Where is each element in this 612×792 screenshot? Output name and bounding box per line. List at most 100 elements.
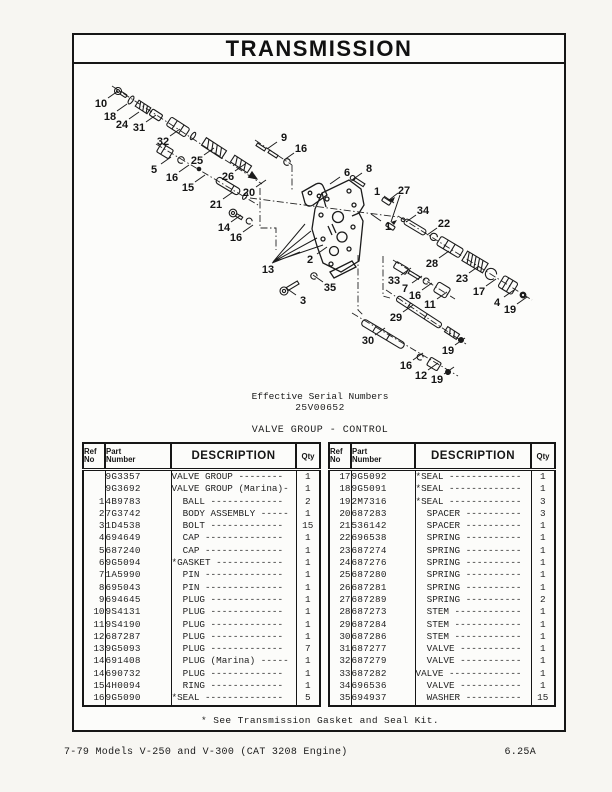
cell-ref: 17 [328,471,352,484]
callout-leader-35 [312,274,324,283]
cell-part: 687286 [350,630,416,644]
callout-number-27: 27 [398,185,410,197]
callout-number-19: 19 [504,304,516,316]
callout-number-6: 6 [344,167,350,179]
cell-desc: VALVE ----------- [414,655,532,668]
callout-number-20: 20 [243,187,255,199]
callout-number-24: 24 [116,119,129,131]
callout-leader-16 [283,152,295,161]
cell-ref [82,471,106,484]
callout-leader-22 [426,227,438,236]
callout-number-16: 16 [166,172,178,184]
col-header-description: DESCRIPTION [170,442,297,471]
cell-ref: 14 [82,667,106,681]
cell-qty: 1 [530,483,556,496]
cell-ref: 26 [328,581,352,594]
part-pin-7 [407,269,421,281]
group-title: VALVE GROUP - CONTROL [251,425,389,436]
part-ring-16 [416,353,424,361]
cell-ref: 28 [328,606,352,619]
callout-number-19: 19 [442,345,454,357]
part-stem-21 [215,176,241,196]
cell-ref: 4 [82,532,106,545]
part-washer-18 [127,95,135,105]
cell-desc: VALVE GROUP -------- [170,471,297,484]
callout-leader-31 [145,114,157,123]
callout-leader-11 [436,291,448,300]
cell-ref: 21 [328,520,352,533]
part-ball-15 [196,166,202,172]
callout-leader-26 [234,163,246,172]
cell-desc: VALVE ----------- [414,680,532,693]
cell-ref: 23 [328,544,352,558]
cell-desc: BODY ASSEMBLY ----- [170,507,297,521]
callout-number-10: 10 [95,98,107,110]
cell-ref: 3 [82,520,106,533]
cell-qty: 3 [530,507,556,521]
cell-ref: 7 [82,569,106,582]
cell-desc: *GASKET ------------ [170,557,297,570]
cell-ref: 18 [328,483,352,496]
cell-part: 687280 [350,569,416,582]
part-spacer-20 [247,170,259,180]
callout-leader-1 [383,195,395,204]
cell-part: 694645 [104,593,172,607]
callout-leader-6 [329,176,341,185]
cell-qty: 1 [295,680,321,693]
part-valve-33 [393,261,409,275]
callout-number-30: 30 [362,335,374,347]
effective-serial-number: 25V00652 [295,402,345,413]
cell-part: 687281 [350,581,416,594]
cell-desc: PLUG ------------- [170,618,297,631]
cell-part: 536142 [350,520,416,533]
callout-number-1: 1 [385,221,391,233]
callout-number-3: 3 [300,295,306,307]
cell-part: 696538 [350,532,416,545]
cell-desc: SPRING ---------- [414,569,532,582]
callout-number-9: 9 [281,132,287,144]
cell-ref: 9 [82,593,106,607]
cell-ref: 11 [82,618,106,631]
part-ring-17 [484,267,498,281]
cell-desc: CAP -------------- [170,544,297,558]
cell-qty: 1 [530,520,556,533]
callout-leader-10 [107,90,119,99]
cell-ref [82,483,106,496]
callout-number-16: 16 [409,290,421,302]
part-stem-29 [395,295,443,329]
cell-part: 687273 [350,606,416,619]
callout-number-19: 19 [431,374,443,386]
cell-part: 1D4538 [104,520,172,533]
cell-qty: 1 [295,630,321,644]
cell-part: 694649 [104,532,172,545]
cell-part: 7G3742 [104,507,172,521]
callout-number-15: 15 [182,182,194,194]
cell-part: 4H0094 [104,680,172,693]
page-title: TRANSMISSION [225,35,413,61]
cell-qty: 1 [530,630,556,644]
cell-ref: 24 [328,557,352,570]
cell-ref: 31 [328,643,352,656]
cell-desc: SPRING ---------- [414,544,532,558]
callout-number-34: 34 [417,205,430,217]
cell-ref: 13 [82,643,106,656]
part-ring-16 [283,158,291,166]
cell-part: 9G5092 [350,471,416,484]
cell-qty: 1 [530,643,556,656]
footer-page-info: 7-79 Models V-250 and V-300 (CAT 3208 En… [64,747,348,758]
part-valve-34 [400,217,427,236]
cell-desc: SPACER ---------- [414,520,532,533]
part-cap-4 [497,275,519,295]
